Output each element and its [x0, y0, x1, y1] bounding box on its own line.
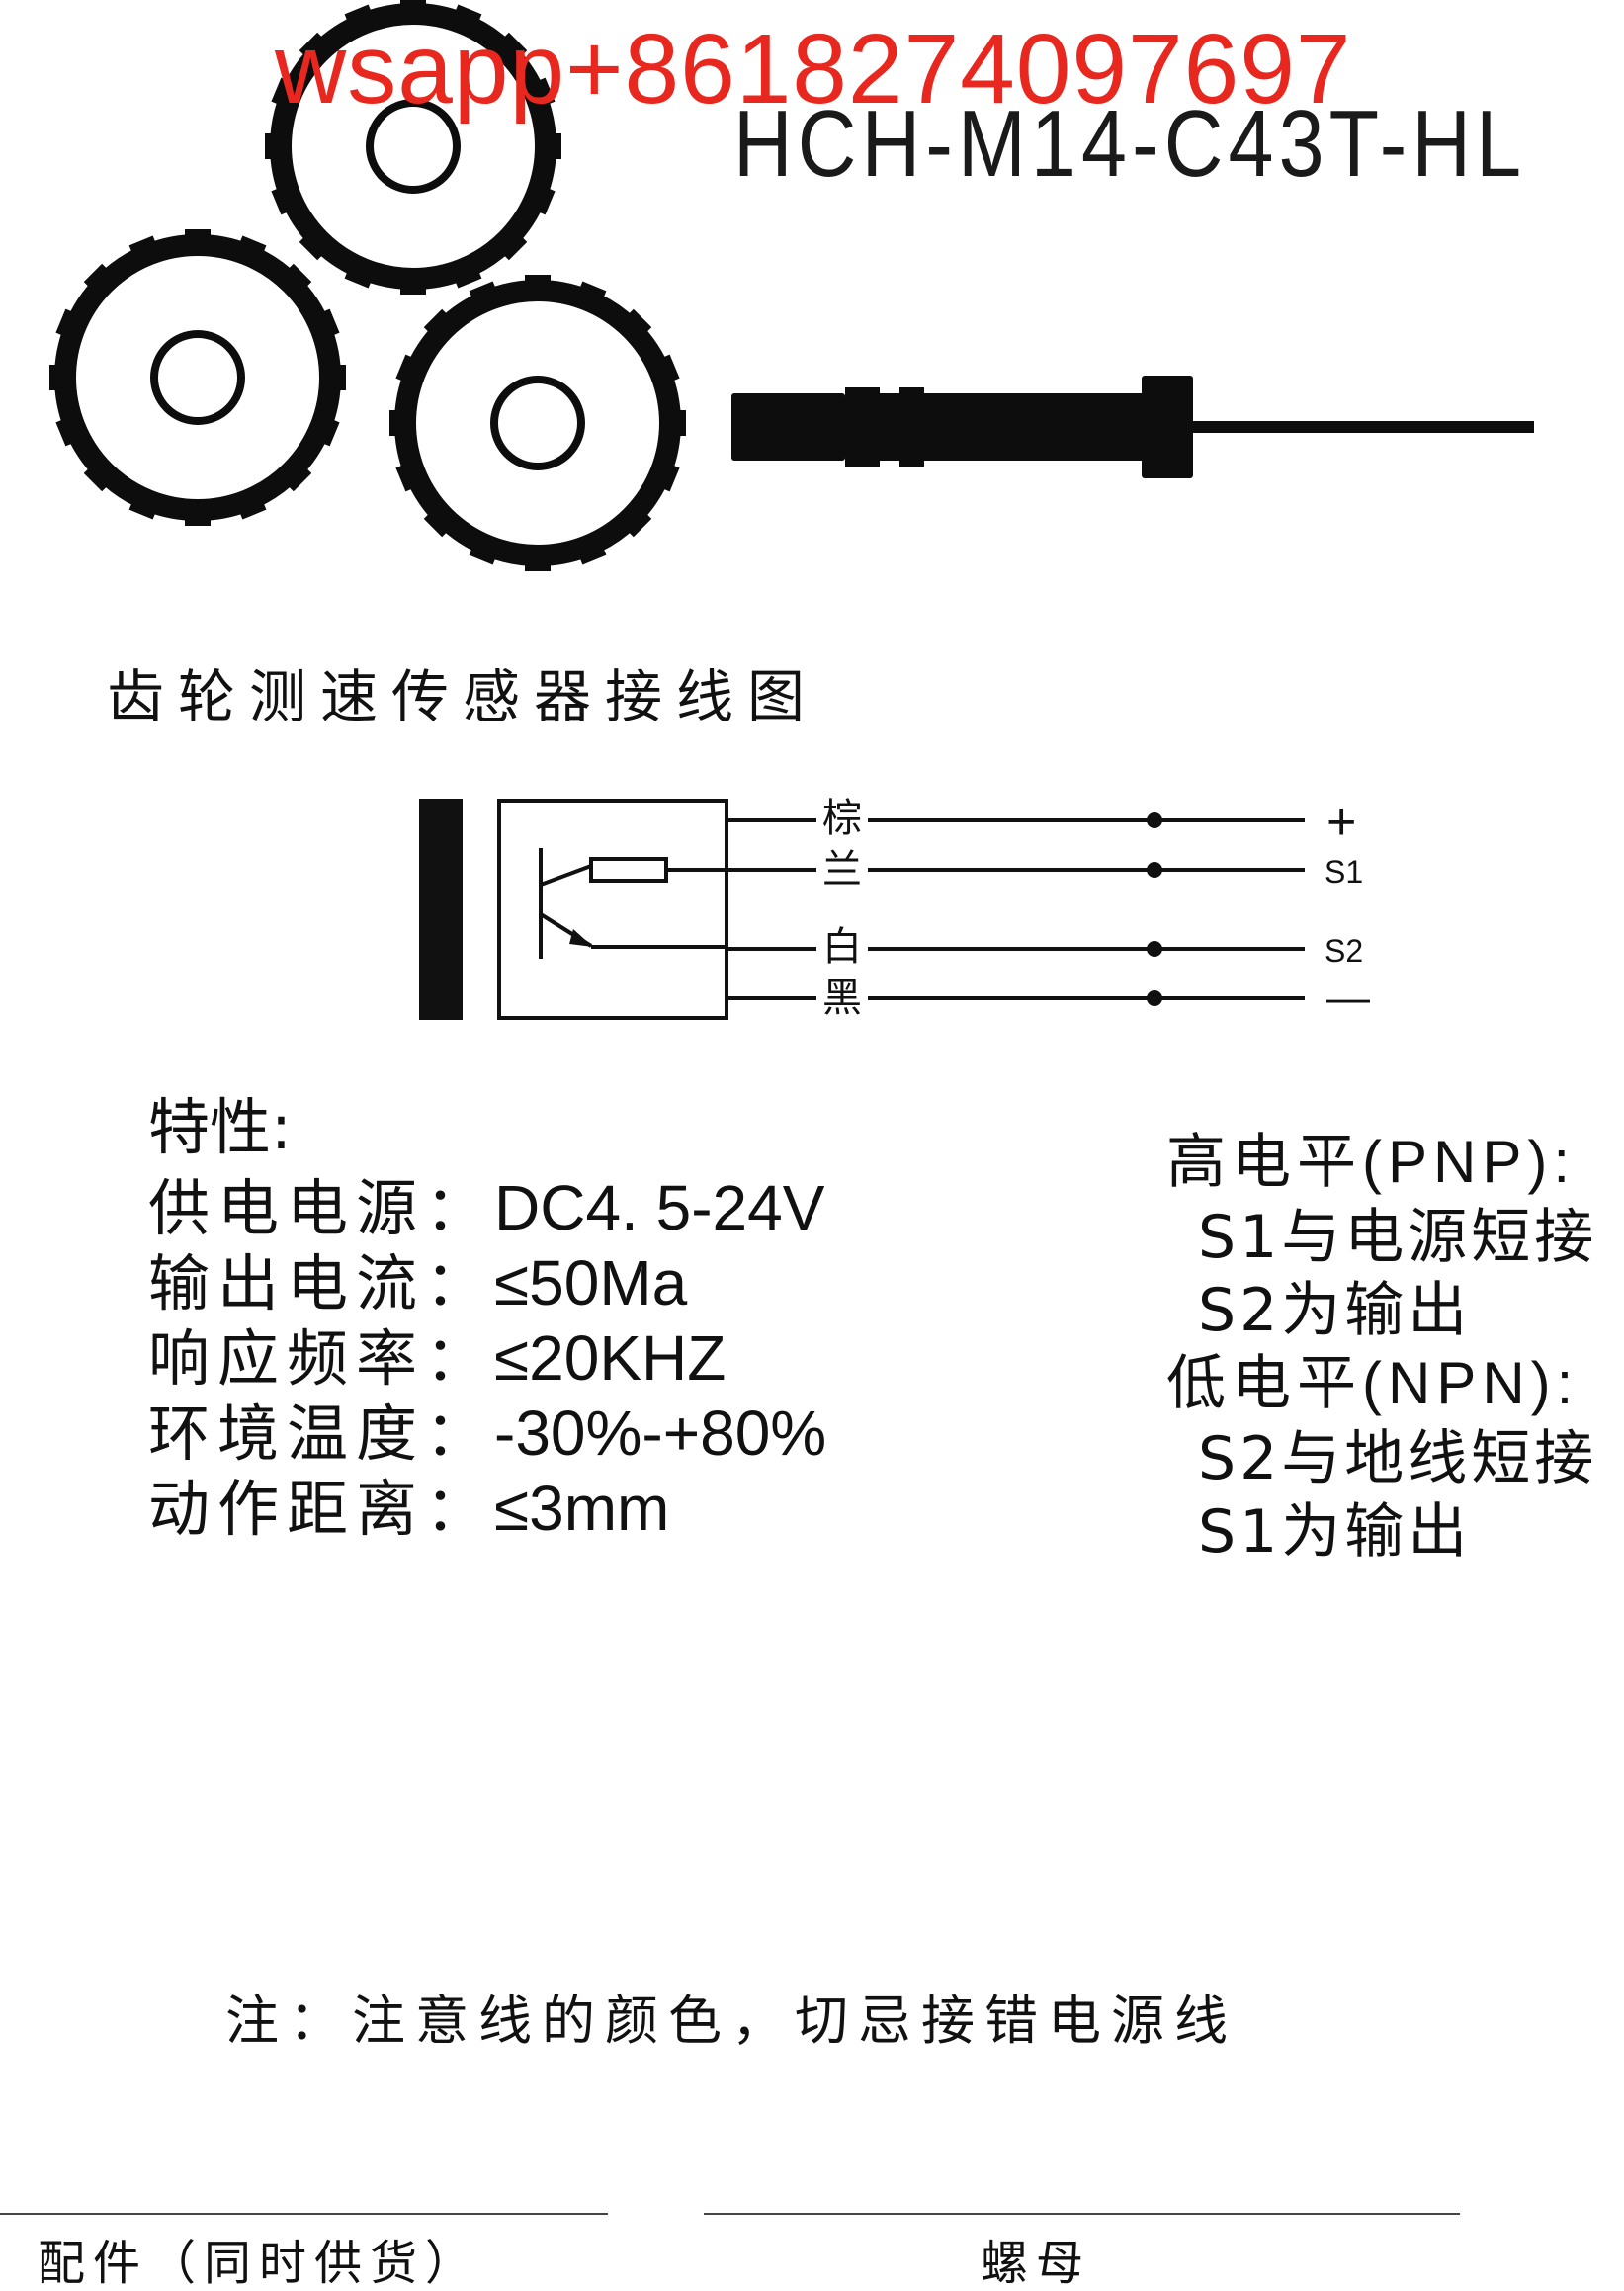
spec-value: ≤50Ma	[494, 1247, 688, 1318]
node-blue	[1147, 862, 1162, 878]
diagram-title: 齿轮测速传感器接线图	[107, 663, 819, 730]
low-level-line-2: S1为输出	[1198, 1497, 1472, 1567]
wire-label-brown: 棕	[816, 799, 868, 838]
terminal-s2: S2	[1325, 933, 1364, 969]
gear-hub	[366, 99, 461, 194]
transistor-collector	[540, 864, 592, 887]
specs-heading: 特性:	[148, 1091, 292, 1163]
terminal-s1: S1	[1325, 854, 1364, 890]
wire-label-blue: 兰	[816, 850, 868, 890]
watermark-text: wsapp+8618274097697	[275, 14, 1352, 125]
footer-nut: 螺母	[981, 2236, 1092, 2291]
low-level-line-1: S2与地线短接	[1198, 1424, 1598, 1493]
sensor-probe	[731, 376, 1534, 478]
spec-row-current: 输出电流：≤50Ma	[148, 1251, 687, 1315]
gear-hub	[490, 376, 585, 470]
wiring-warning-note: 注：注意线的颜色，切忌接错电源线	[225, 1990, 1238, 2052]
node-black	[1147, 990, 1162, 1006]
spec-key: 响应频率：	[148, 1322, 495, 1395]
spec-key: 环境温度：	[148, 1398, 495, 1470]
gear-top	[265, 0, 561, 295]
low-level-label: 低电平	[1166, 1349, 1362, 1418]
spec-row-distance: 动作距离：≤3mm	[148, 1477, 669, 1540]
wire-label-black: 黑	[816, 978, 868, 1018]
spec-row-supply: 供电电源：DC4. 5-24V	[148, 1176, 824, 1239]
terminal-plus: +	[1326, 794, 1357, 851]
gear-right	[389, 275, 686, 571]
spec-key: 输出电流：	[148, 1247, 495, 1319]
high-level-line-2: S2为输出	[1198, 1276, 1472, 1345]
high-level-type: (PNP):	[1362, 1129, 1576, 1195]
resistor	[589, 857, 668, 883]
spec-value: DC4. 5-24V	[494, 1172, 825, 1243]
gears-group	[49, 0, 686, 571]
spec-value: ≤20KHZ	[494, 1322, 727, 1394]
spec-row-frequency: 响应频率：≤20KHZ	[148, 1326, 726, 1390]
node-white	[1147, 941, 1162, 957]
target-bar	[419, 799, 463, 1020]
spec-value: -30%-+80%	[494, 1398, 827, 1469]
sensor-box	[497, 799, 728, 1020]
spec-value: ≤3mm	[494, 1473, 670, 1544]
spec-key: 供电电源：	[148, 1172, 495, 1244]
spec-row-temperature: 环境温度：-30%-+80%	[148, 1401, 826, 1465]
low-level-heading: 低电平(NPN):	[1166, 1354, 1579, 1414]
high-level-heading: 高电平(PNP):	[1166, 1133, 1576, 1193]
spec-key: 动作距离：	[148, 1473, 495, 1545]
high-level-label: 高电平	[1166, 1128, 1362, 1197]
gear-hub	[150, 330, 245, 425]
gear-left	[49, 229, 346, 526]
low-level-type: (NPN):	[1362, 1350, 1580, 1416]
terminal-minus: —	[1326, 974, 1370, 1022]
footer-accessories: 配件（同时供货）	[38, 2236, 481, 2291]
emitter-arrow	[569, 929, 593, 947]
model-number: HCH-M14-C43T-HL	[733, 91, 1527, 197]
wire-label-white: 白	[816, 927, 868, 967]
high-level-line-1: S1与电源短接	[1198, 1203, 1598, 1272]
node-brown	[1147, 812, 1162, 828]
